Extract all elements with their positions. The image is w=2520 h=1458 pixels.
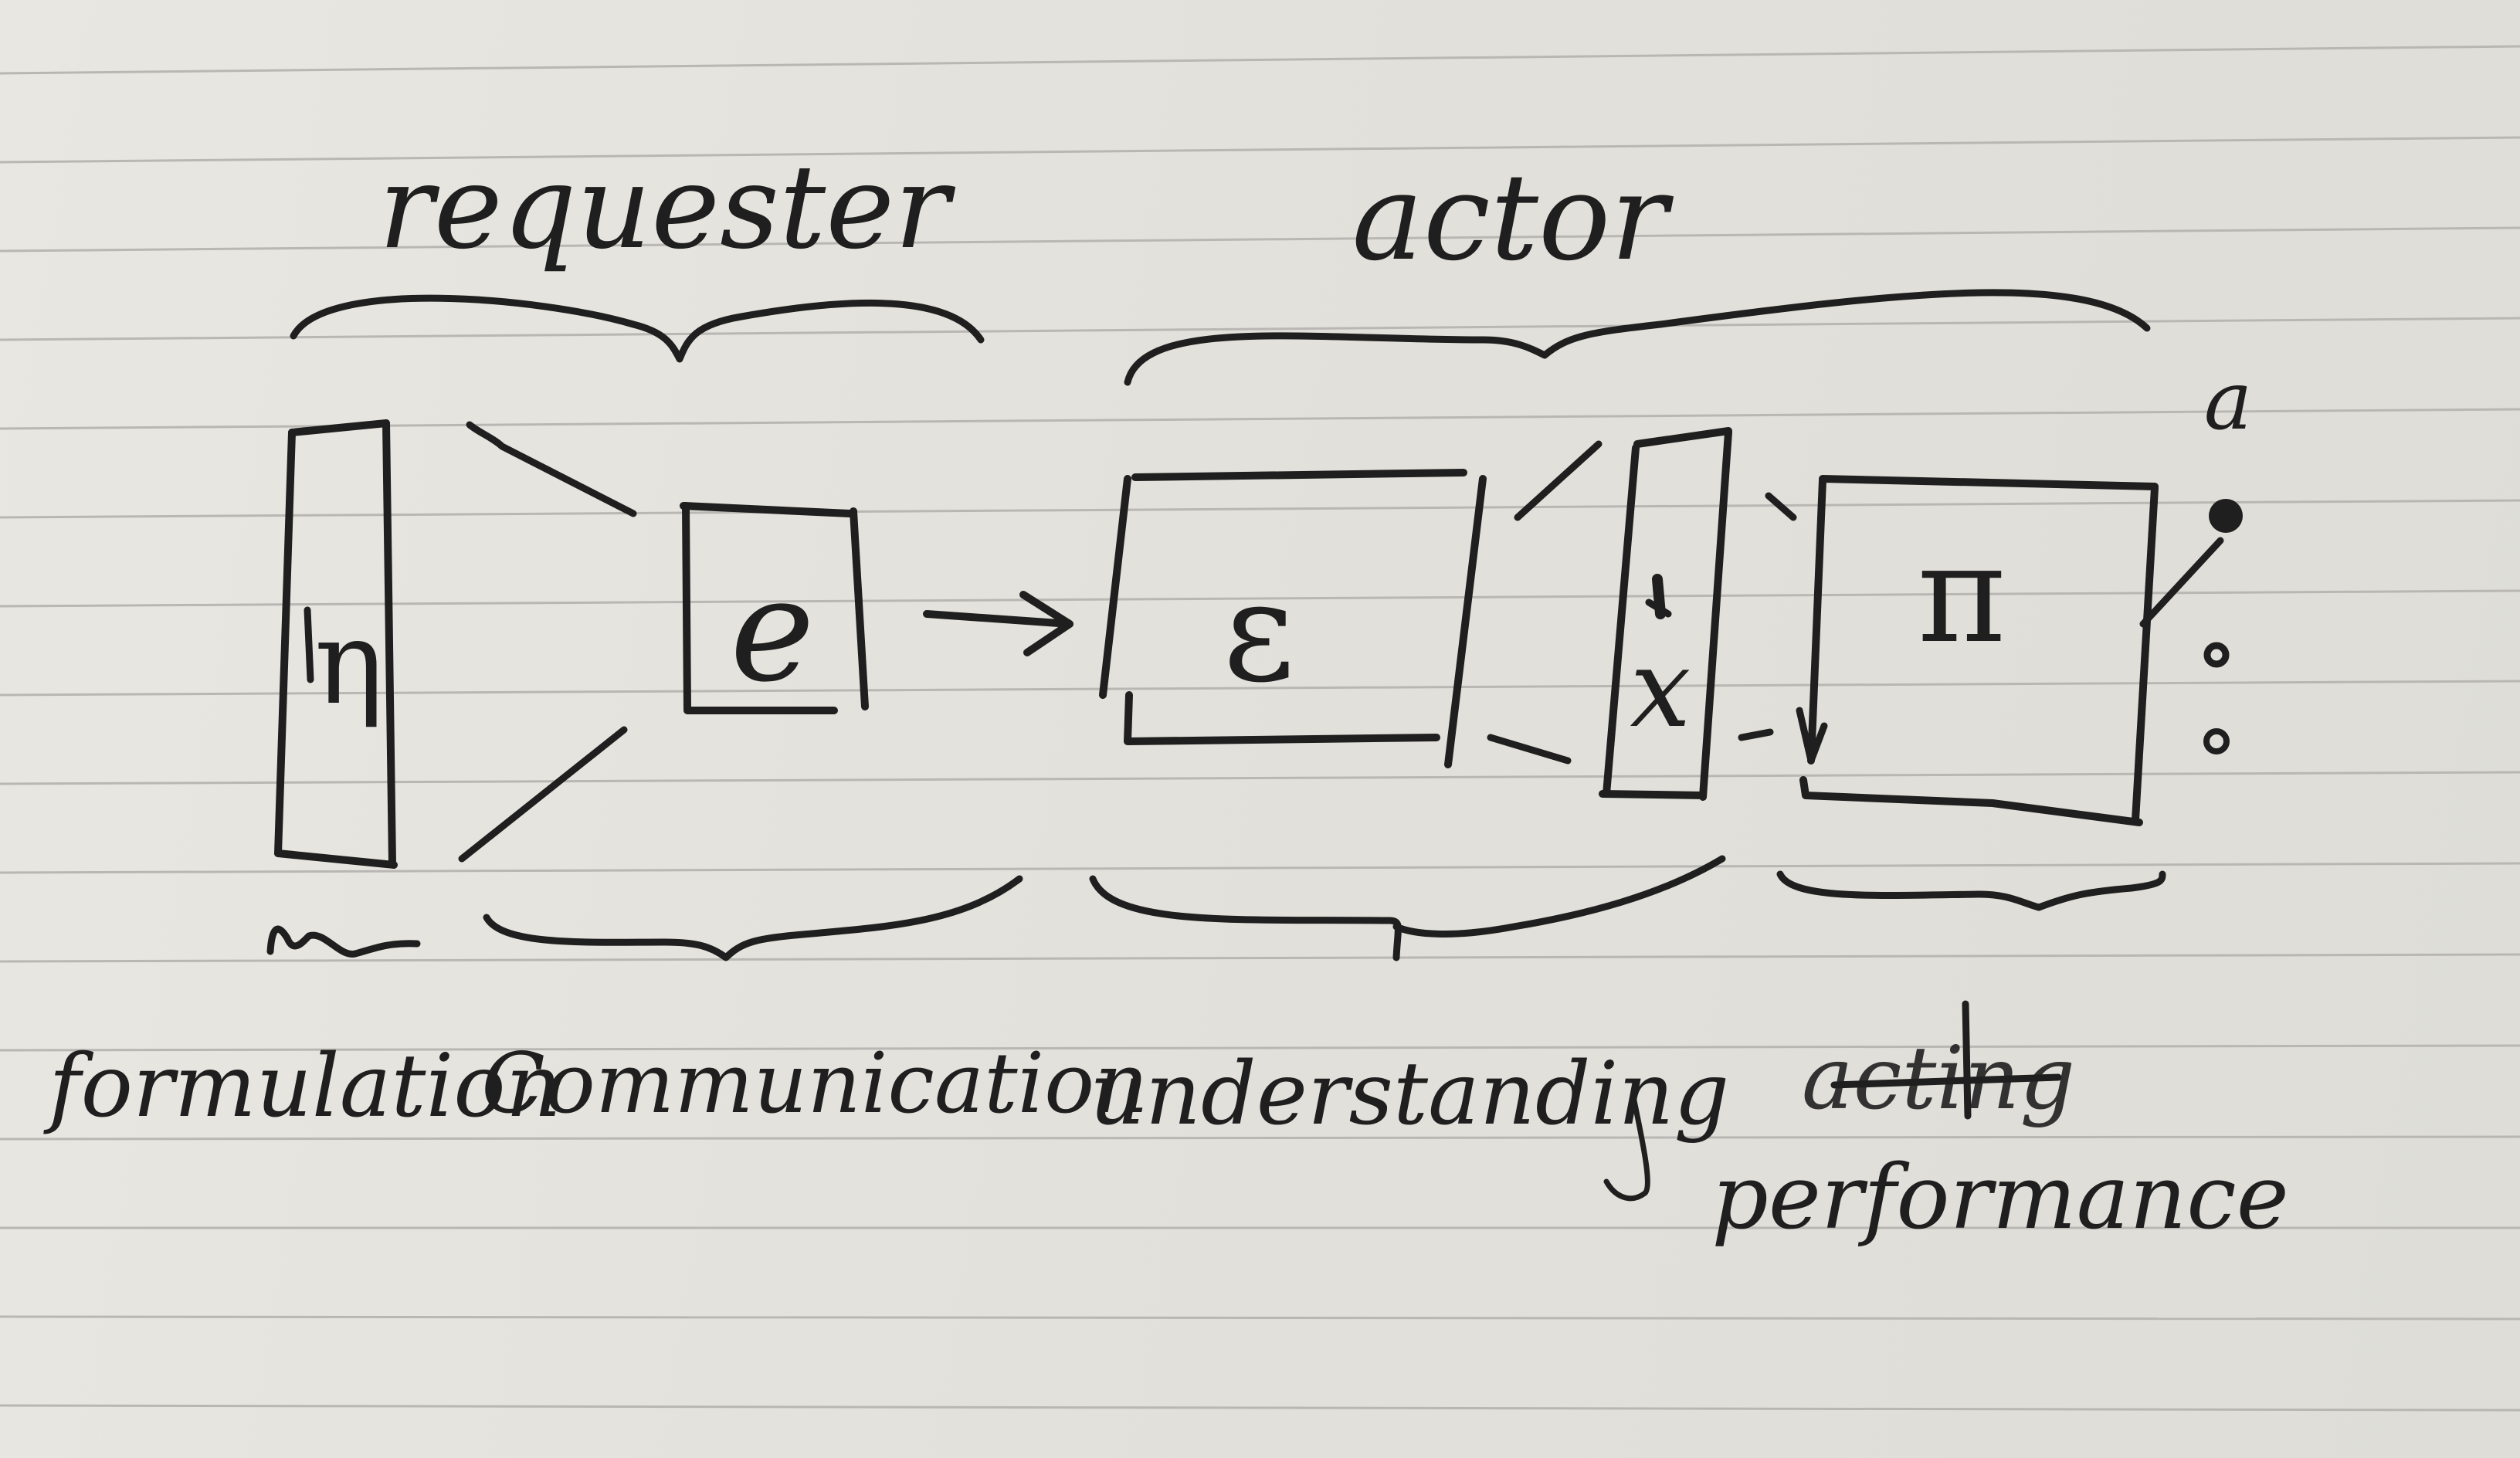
- action-label-a: a: [2204, 354, 2253, 448]
- eta-box: [274, 419, 398, 869]
- message-symbol: ℯ: [730, 547, 814, 714]
- understanding-symbol: ε: [1223, 551, 1294, 713]
- performance-stage-label: acting performance: [1711, 1000, 2289, 1249]
- formulation-brace: [266, 925, 421, 958]
- upper-funnel-line: [1514, 440, 1603, 521]
- lower-connector-line: [1738, 728, 1774, 741]
- upper-connector-line: [1765, 492, 1797, 521]
- upper-link-line: [466, 421, 637, 517]
- understanding-box: [1099, 469, 1467, 745]
- state-box: [1599, 427, 1732, 801]
- understanding-g-tail: [1603, 1094, 1650, 1202]
- state-symbol: x: [1630, 626, 1691, 752]
- communication-brace: [483, 875, 1023, 961]
- lower-link-line: [458, 726, 628, 863]
- ruled-lines: [0, 45, 2520, 1412]
- actor-label: actor: [1352, 147, 1674, 287]
- action-outputs: a: [2139, 354, 2253, 754]
- selected-action-dot: [2209, 499, 2243, 533]
- performance-brace: [1776, 870, 2166, 911]
- performance-label: performance: [1711, 1146, 2289, 1249]
- action-option-dot: [2203, 642, 2230, 668]
- left-divider-line: [1444, 475, 1487, 768]
- strikethrough-line: [1830, 1073, 2062, 1089]
- formulation-label: formulation: [43, 1036, 561, 1137]
- communication-label: Communication: [481, 1036, 1148, 1132]
- policy-symbol: π: [1917, 517, 2006, 673]
- lower-funnel-line: [1487, 734, 1572, 765]
- understanding-label: understanding: [1090, 1044, 1730, 1144]
- insertion-caret: [1962, 1000, 1972, 1120]
- eta-symbol: η: [314, 596, 384, 731]
- policy-box: [1796, 475, 2159, 826]
- message-box: [680, 502, 869, 714]
- action-option-circle: [2203, 728, 2230, 754]
- arrow-to-understanding: [923, 591, 1073, 656]
- actor-brace: [1124, 289, 2151, 386]
- requester-label: requester: [378, 141, 956, 275]
- selected-action-line: [2139, 537, 2224, 628]
- understanding-brace: [1089, 855, 1726, 961]
- requester-brace: [290, 294, 985, 363]
